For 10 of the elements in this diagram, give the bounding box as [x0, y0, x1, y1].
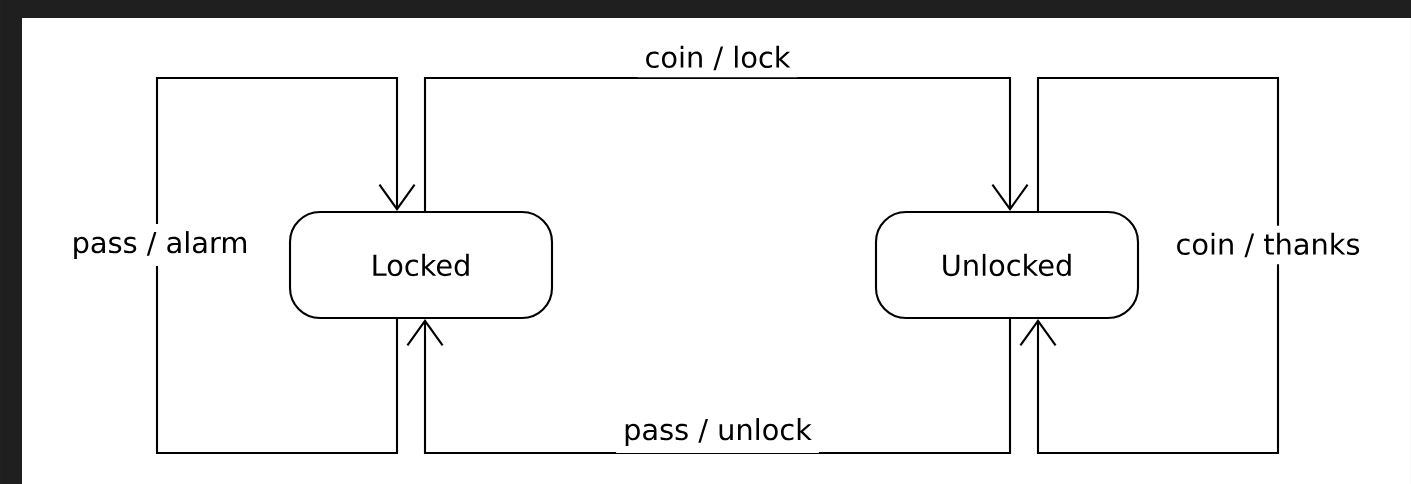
arrow	[1019, 76, 1280, 455]
state-box: Locked	[288, 210, 554, 320]
edge-label: coin / lock	[637, 38, 798, 78]
arrow	[423, 76, 1029, 211]
edge-label: pass / unlock	[616, 411, 819, 453]
edge-label: pass / alarm	[64, 224, 256, 266]
arrow	[406, 319, 1012, 455]
state-box: Unlocked	[874, 210, 1140, 320]
arrow	[155, 76, 416, 455]
edge-label: coin / thanks	[1168, 225, 1368, 265]
